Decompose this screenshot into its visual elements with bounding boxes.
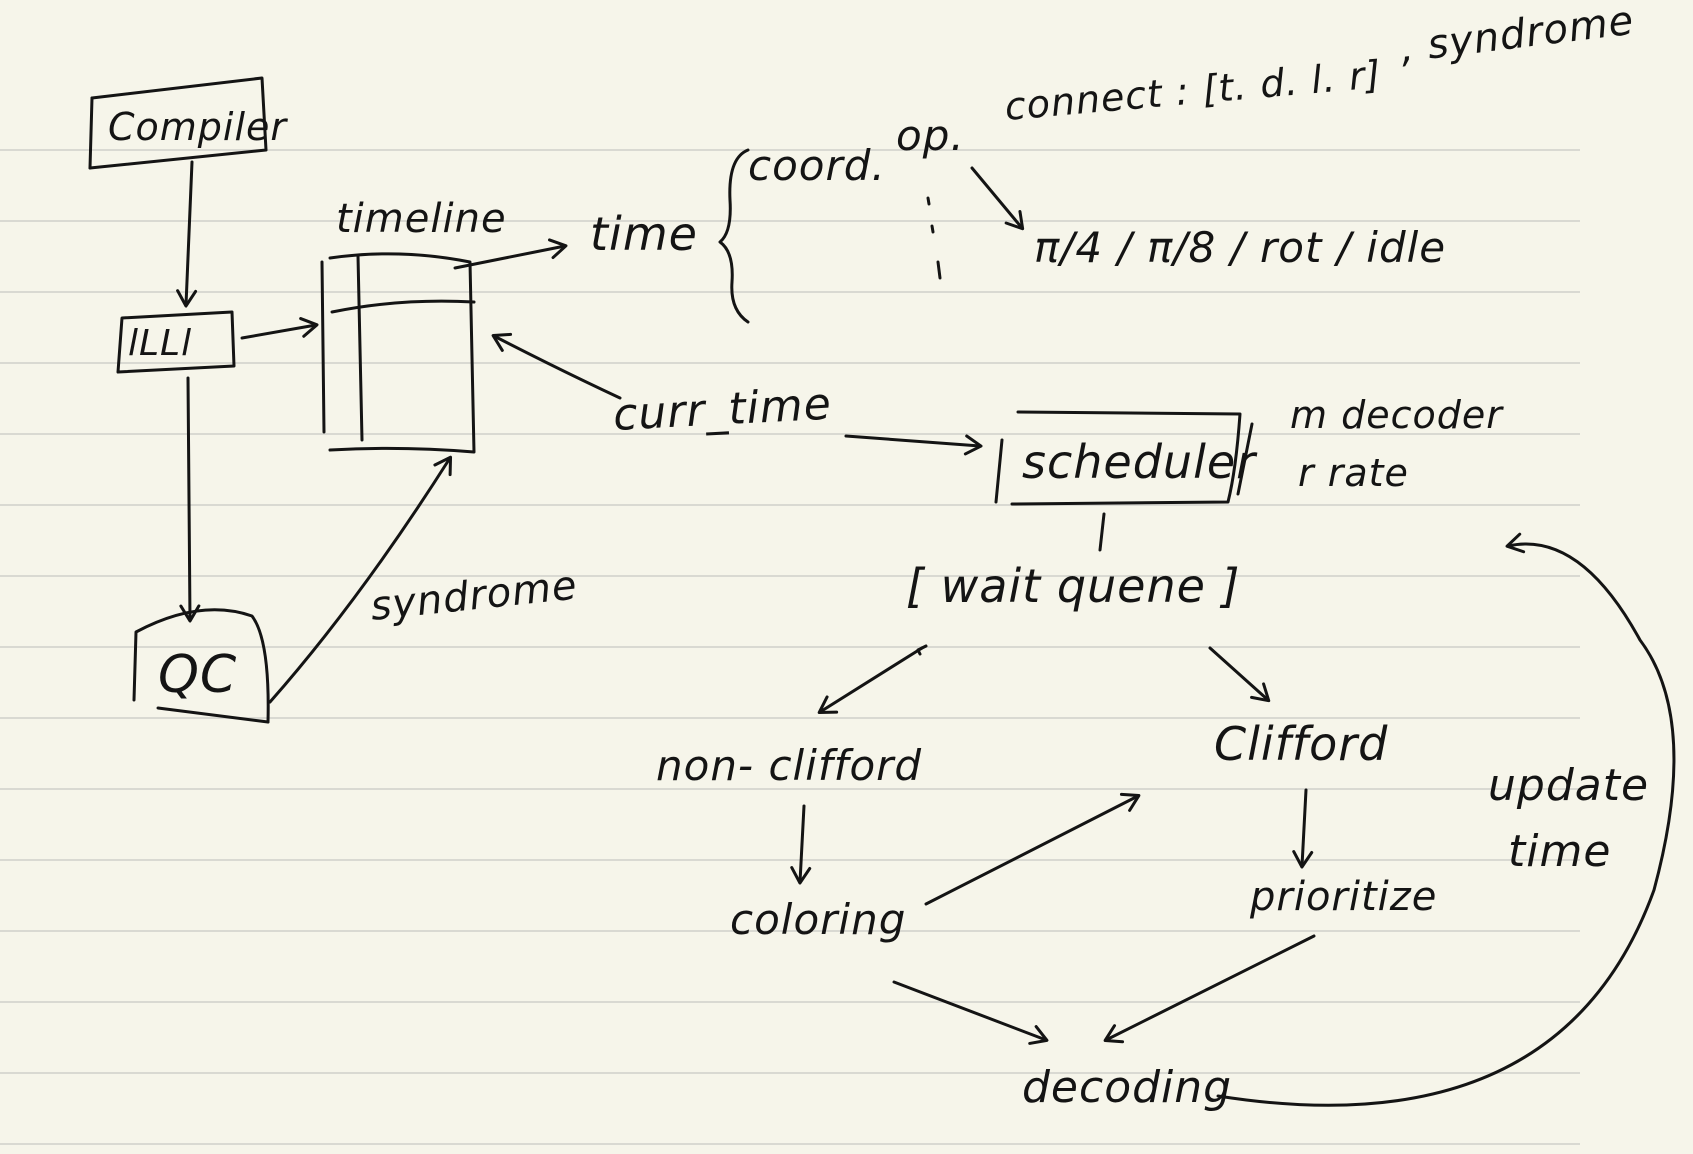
rate-note: r rate <box>1298 451 1409 495</box>
llc-box <box>116 310 236 374</box>
arrow-timeline-to-time <box>453 238 568 270</box>
timeline-label: timeline <box>336 196 507 242</box>
arrow-compiler-to-llc <box>176 160 198 308</box>
non-clifford-label: non- clifford <box>656 741 922 790</box>
time-update-label: time <box>1508 826 1611 877</box>
continuation-dots <box>926 196 942 280</box>
arrow-llc-to-timeline <box>240 317 319 340</box>
arrow-qc-to-timeline <box>268 455 453 704</box>
syndrome-top-label: , syndrome <box>1398 0 1637 72</box>
qc-node: QC <box>132 608 270 724</box>
arrow-prioritize-to-decoding <box>1103 934 1316 1044</box>
coord-label: coord. <box>748 141 886 190</box>
curr-time-label: curr_time <box>612 379 833 441</box>
coloring-label: coloring <box>730 895 906 944</box>
arrow-currtime-to-scheduler <box>844 434 983 456</box>
arrow-coloring-to-clifford <box>924 792 1141 906</box>
time-label: time <box>590 207 698 261</box>
arrow-queue-to-clifford <box>1208 646 1271 703</box>
wait-queue-label: [ wait quene ] <box>906 559 1241 613</box>
arrow-nonclifford-to-coloring <box>790 804 812 885</box>
prioritize-label: prioritize <box>1249 874 1437 920</box>
clifford-label: Clifford <box>1214 717 1388 771</box>
ruled-lines <box>0 149 1580 1145</box>
arrow-currtime-to-timeline <box>491 332 622 400</box>
syndrome-edge-label: syndrome <box>368 562 579 629</box>
update-label: update <box>1488 760 1649 811</box>
time-brace <box>718 148 750 324</box>
arrow-clifford-to-prioritize <box>1292 788 1314 869</box>
scheduler-box <box>1010 410 1242 506</box>
scheduler-to-queue-line <box>1098 512 1106 552</box>
connect-label: connect : [t. d. l. r] <box>1003 52 1383 129</box>
timeline-node: timeline <box>320 196 507 454</box>
scheduler-label: scheduler <box>1022 435 1258 489</box>
op-label: op. <box>896 111 965 160</box>
timeline-box <box>328 252 476 454</box>
arrow-op-to-types <box>970 166 1025 231</box>
timeline-marker <box>330 299 476 314</box>
decoder-note: m decoder <box>1290 393 1504 437</box>
qc-label: QC <box>158 645 237 705</box>
arrow-queue-to-nonclifford <box>817 646 924 715</box>
op-types-label: π/4 / π/8 / rot / idle <box>1034 223 1446 272</box>
compiler-label: Compiler <box>108 105 288 149</box>
compiler-box <box>88 76 268 170</box>
llc-node: lLLl <box>116 310 236 374</box>
llc-label: lLLl <box>128 323 192 364</box>
arrow-decoding-update-scheduler <box>1216 532 1676 1107</box>
arrow-coloring-to-decoding <box>892 980 1049 1045</box>
arrow-llc-to-qc <box>179 376 201 623</box>
compiler-node: Compiler <box>88 76 288 170</box>
decoding-label: decoding <box>1022 1062 1232 1113</box>
scheduler-node: scheduler <box>994 410 1258 506</box>
qc-box <box>132 608 270 724</box>
